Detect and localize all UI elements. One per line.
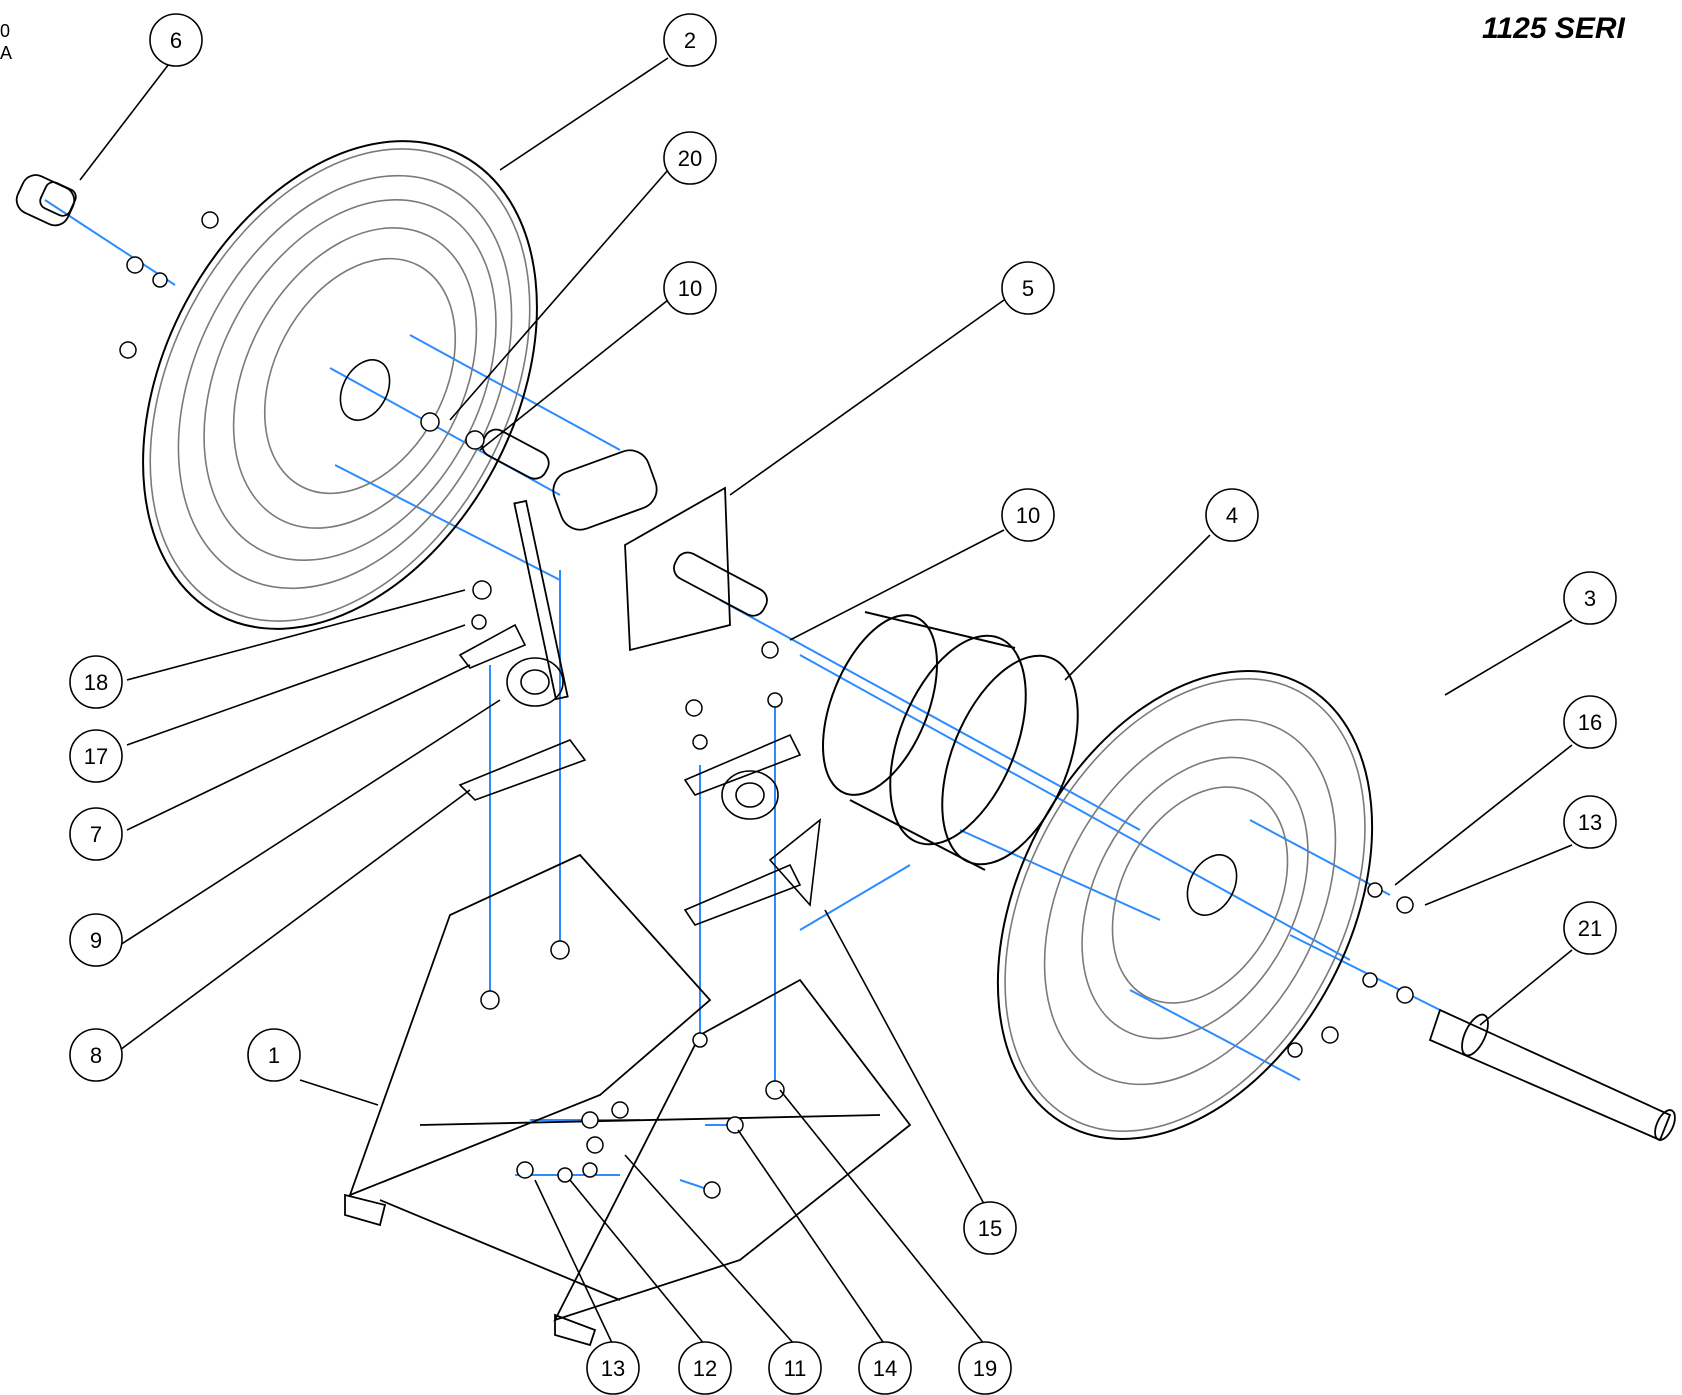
callout-bubble (69, 729, 123, 783)
callout-bubble (69, 807, 123, 861)
leader-lines (79, 57, 1573, 1346)
callout-bubble (69, 655, 123, 709)
callout-bubble (963, 1201, 1017, 1255)
callout-bubble (768, 1341, 822, 1395)
callout-c14: 14 (858, 1341, 912, 1395)
callout-bubble (149, 13, 203, 67)
callout-c5: 5 (1001, 261, 1055, 315)
callout-label: 13 (601, 1356, 625, 1381)
bearing-clamps (458, 623, 822, 926)
corner-text: 0 A (0, 20, 16, 64)
callout-c16: 16 (1563, 695, 1617, 749)
callout-bubble (958, 1341, 1012, 1395)
callout-bubble (1563, 795, 1617, 849)
corner-line-1: 0 (0, 21, 11, 41)
callout-c11: 11 (768, 1341, 822, 1395)
callout-bubble (586, 1341, 640, 1395)
callout-bubble (663, 13, 717, 67)
callout-bubble (1563, 571, 1617, 625)
callout-label: 13 (1578, 810, 1602, 835)
callout-label: 17 (84, 744, 108, 769)
callout-bubble (1205, 488, 1259, 542)
callout-c3: 3 (1563, 571, 1617, 625)
callout-c21: 21 (1563, 901, 1617, 955)
callout-bubble (663, 131, 717, 185)
callout-bubble (678, 1341, 732, 1395)
callout-label: 19 (973, 1356, 997, 1381)
callout-c20: 20 (663, 131, 717, 185)
callout-label: 2 (684, 28, 696, 53)
callout-bubble (858, 1341, 912, 1395)
callout-label: 10 (678, 276, 702, 301)
callout-label: 3 (1584, 586, 1596, 611)
callout-c7: 7 (69, 807, 123, 861)
callout-label: 12 (693, 1356, 717, 1381)
left-flange (142, 140, 538, 630)
callout-c1: 1 (247, 1028, 301, 1082)
fasteners (119, 211, 1414, 1199)
callout-c15: 15 (963, 1201, 1017, 1255)
callout-label: 18 (84, 670, 108, 695)
callout-label: 11 (784, 1356, 807, 1381)
callout-bubble (247, 1028, 301, 1082)
callout-label: 10 (1016, 503, 1040, 528)
callout-bubble (69, 913, 123, 967)
callout-c18: 18 (69, 655, 123, 709)
callout-c10b: 10 (1001, 488, 1055, 542)
callout-label: 4 (1226, 503, 1238, 528)
callout-label: 16 (1578, 710, 1602, 735)
callout-label: 8 (90, 1043, 102, 1068)
callout-c6: 6 (149, 13, 203, 67)
plate-and-shaft (481, 428, 768, 701)
callout-bubble (69, 1028, 123, 1082)
callout-c12: 12 (678, 1341, 732, 1395)
callout-bubble (1563, 901, 1617, 955)
drum (822, 611, 1079, 871)
callout-label: 14 (873, 1356, 897, 1381)
callout-bubble (1563, 695, 1617, 749)
callout-c2: 2 (663, 13, 717, 67)
elbow-fitting (15, 174, 77, 227)
callout-bubble (1001, 488, 1055, 542)
callout-c8: 8 (69, 1028, 123, 1082)
callout-label: 6 (170, 28, 182, 53)
callout-label: 20 (678, 146, 702, 171)
callout-c13a: 13 (1563, 795, 1617, 849)
callout-c9: 9 (69, 913, 123, 967)
corner-line-2: A (0, 43, 13, 63)
callout-c10a: 10 (663, 261, 717, 315)
callout-c19: 19 (958, 1341, 1012, 1395)
callout-layer: 6 2 20 10 5 10 4 3 16 13 21 18 17 7 9 8 1 15 13 12 11 14 19 (69, 13, 1617, 1395)
callout-c4: 4 (1205, 488, 1259, 542)
callout-c17: 17 (69, 729, 123, 783)
callout-label: 1 (268, 1043, 280, 1068)
callout-bubble (1001, 261, 1055, 315)
right-shaft (1428, 1008, 1676, 1142)
callout-label: 15 (978, 1216, 1002, 1241)
callout-c13b: 13 (586, 1341, 640, 1395)
callout-label: 9 (90, 928, 102, 953)
callout-bubble (663, 261, 717, 315)
callout-label: 21 (1578, 916, 1602, 941)
series-title: 1125 SERI (1482, 12, 1625, 45)
stand-frame (344, 853, 912, 1347)
right-flange (996, 670, 1374, 1140)
callout-label: 5 (1022, 276, 1034, 301)
callout-label: 7 (90, 822, 102, 847)
